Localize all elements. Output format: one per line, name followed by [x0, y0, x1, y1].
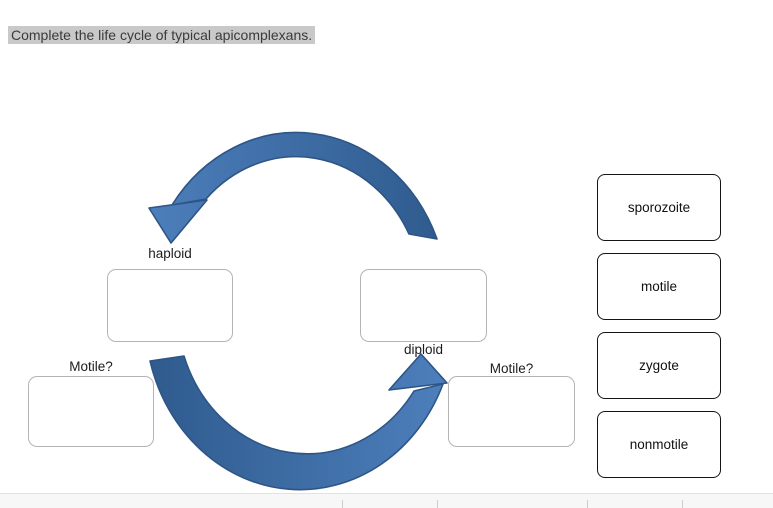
answer-option-zygote[interactable]: zygote: [597, 332, 721, 399]
instruction-text: Complete the life cycle of typical apico…: [8, 26, 316, 44]
answer-option-motile[interactable]: motile: [597, 253, 721, 320]
arrow-bottom-band: [149, 355, 444, 491]
next-section-tick: [682, 500, 683, 508]
drop-zone-diploid-stage[interactable]: [360, 269, 487, 342]
answer-option-sporozoite[interactable]: sporozoite: [597, 174, 721, 241]
cycle-arrow-counterclockwise-bottom: [149, 353, 448, 491]
answer-bank: sporozoite motile zygote nonmotile: [597, 174, 721, 490]
answer-option-nonmotile[interactable]: nonmotile: [597, 411, 721, 478]
drop-zone-motile-left[interactable]: [28, 376, 154, 447]
label-motile-right: Motile?: [489, 361, 534, 376]
label-diploid: diploid: [403, 342, 444, 357]
drop-zone-motile-right[interactable]: [448, 376, 575, 447]
arrow-top-band: [171, 131, 438, 240]
next-section-tick: [587, 500, 588, 508]
bottom-divider: [0, 493, 773, 494]
next-section-tick: [342, 500, 343, 508]
arrow-top-head: [148, 199, 208, 244]
label-haploid: haploid: [148, 246, 192, 261]
cycle-arrow-counterclockwise-top: [148, 131, 438, 244]
arrow-bottom-head: [388, 353, 448, 391]
drop-zone-haploid-stage[interactable]: [107, 269, 233, 342]
next-section-edge: [0, 494, 773, 508]
next-section-tick: [437, 500, 438, 508]
label-motile-left: Motile?: [69, 359, 113, 374]
